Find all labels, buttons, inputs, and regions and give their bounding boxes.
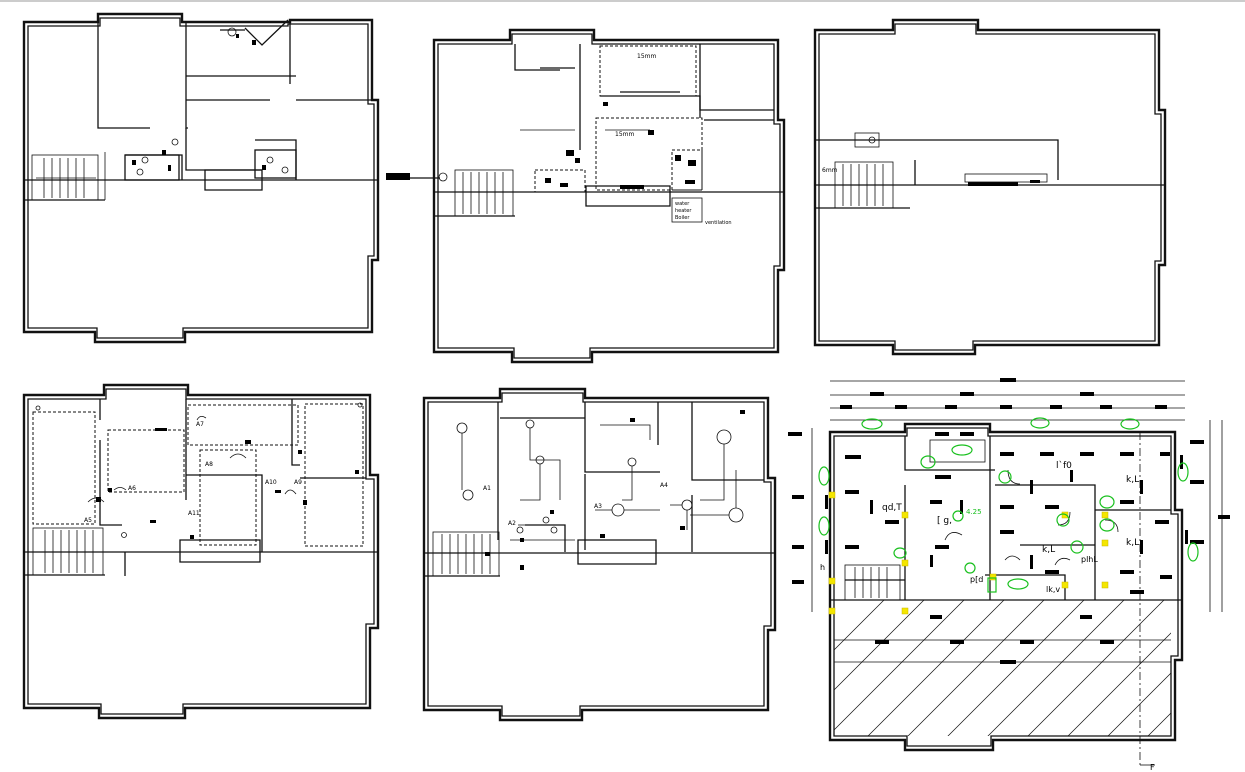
label-A11: A11 [188,510,200,517]
room-label-qdT: qd,T [882,503,902,513]
label-A9: A9 [294,479,302,486]
stair-4 [32,527,104,576]
room-label-kL-2: k,L [1042,545,1055,555]
stair-3 [834,161,894,209]
section-mark: F [1150,763,1155,772]
label-6mm: 6mm [822,167,838,174]
label-heater: heater [675,208,692,214]
label-15mm-a: 15mm [637,53,656,60]
floor-plan-4: A7 A8 A6 A5 A10 A11 A9 [22,383,380,720]
stair-5 [432,531,500,577]
room-label-kL-3: k,L [1126,538,1139,548]
label-15mm-b: 15mm [615,131,634,138]
room-label-h: h [820,563,825,572]
label-A2: A2 [508,520,516,527]
room-label-lf0: l`f0 [1056,460,1072,471]
floor-plan-6: F [788,378,1230,772]
level-mark: 4.25 [966,508,982,516]
stair-6 [844,564,901,601]
label-A7: A7 [196,421,204,428]
room-label-lkv: lk,v [1046,585,1060,594]
label-ventilation: ventilation [705,220,732,226]
label-A8: A8 [205,461,213,468]
label-A3: A3 [594,503,602,510]
floor-plan-1 [22,12,380,344]
room-label-plhL: plhL [1081,555,1098,564]
label-A5: A5 [84,517,92,524]
floor-plan-3: 6mm [813,18,1167,356]
label-boiler: Boiler [675,215,690,221]
room-label-pd: p[d [970,575,983,584]
floor-plan-5: A1 A3 A4 A2 [422,387,777,722]
heater-box [671,197,703,223]
annotation-block [386,173,410,180]
room-label-kL-1: k,L [1126,475,1139,485]
floor-plan-2: 15mm 15mm water heater Boiler ventilatio… [432,28,786,364]
label-A4: A4 [660,482,668,489]
label-water: water [675,201,690,207]
stair-2 [454,169,514,217]
label-A6: A6 [128,485,136,492]
label-A1: A1 [483,485,491,492]
label-A10: A10 [265,479,277,486]
stair-1 [31,154,99,201]
room-label-g: [ g, [937,516,952,526]
hatched-zone [834,600,1171,736]
